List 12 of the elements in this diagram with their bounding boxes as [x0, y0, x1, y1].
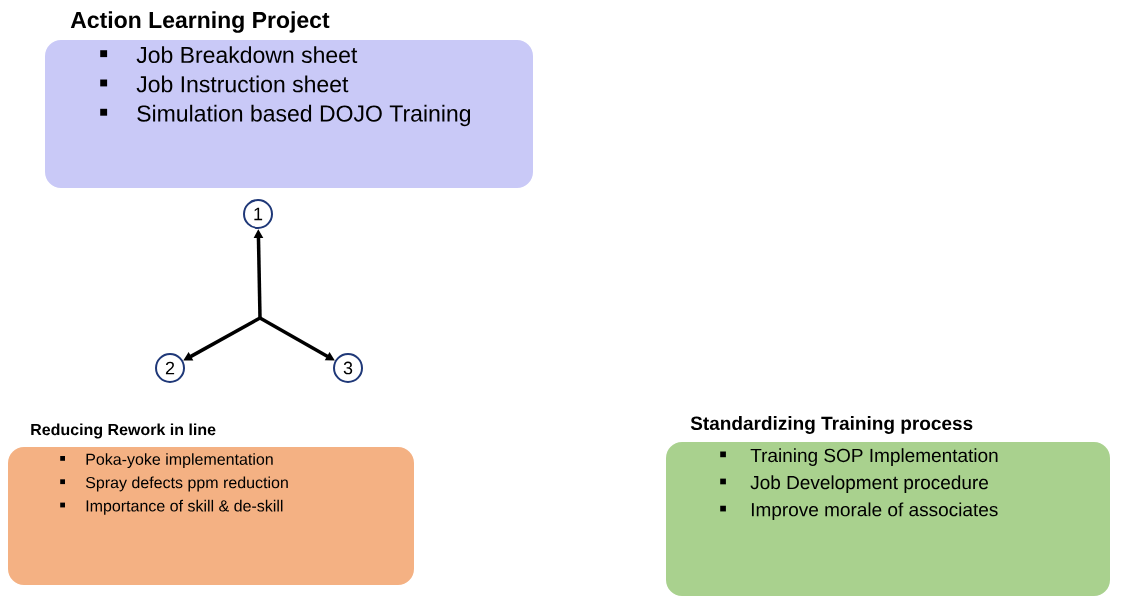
list-item: Importance of skill & de-skill: [60, 499, 283, 515]
heading: Action Learning Project: [70, 11, 330, 33]
list-item: Job Development procedure: [720, 475, 988, 493]
list-item: Job Breakdown sheet: [100, 46, 358, 64]
list-item: Job Instruction sheet: [100, 75, 349, 93]
list-item: Improve morale of associates: [720, 502, 998, 521]
heading: Reducing Rework in line: [31, 423, 216, 439]
list-item: Training SOP Implementation: [720, 448, 998, 466]
heading: Standardizing Training process: [690, 416, 973, 434]
list-item: Poka-yoke implementation: [60, 453, 273, 469]
list-item: Spray defects ppm reduction: [60, 476, 288, 492]
list-item: Simulation based DOJO Training: [100, 104, 471, 127]
